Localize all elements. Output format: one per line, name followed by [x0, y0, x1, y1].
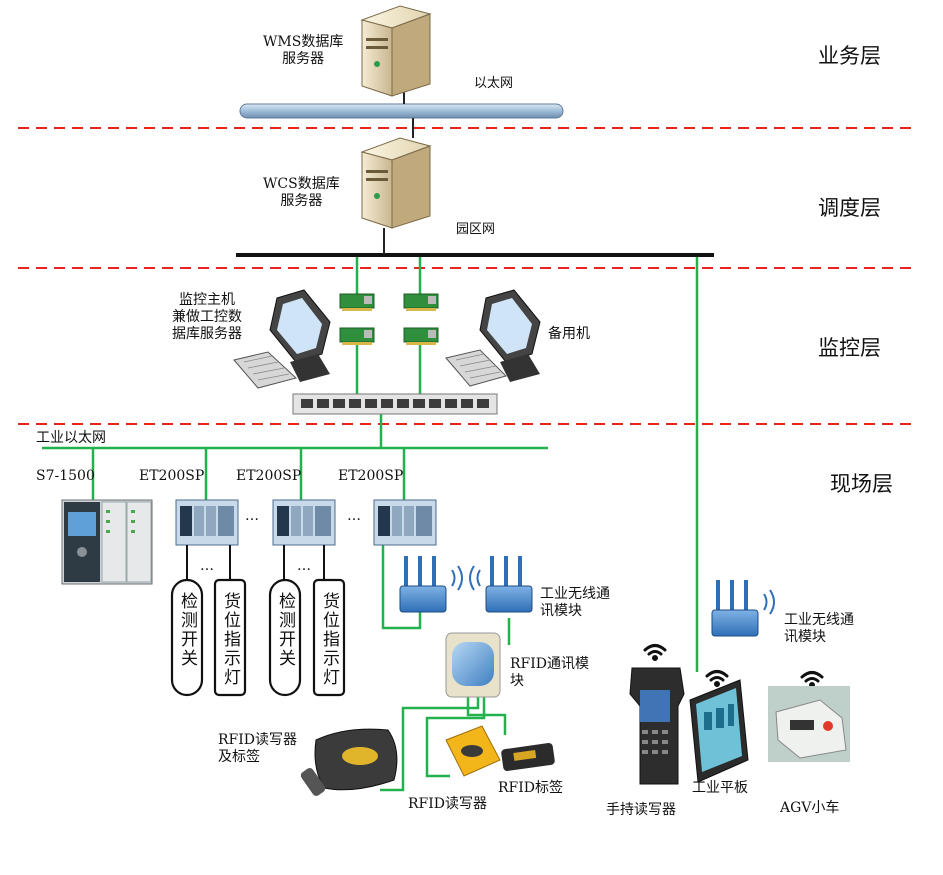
wcs-server-icon [360, 137, 432, 229]
io-wires [186, 545, 325, 580]
et200sp-icon-1 [175, 499, 239, 546]
slot-light-label-1: 货位指示灯 [220, 592, 240, 687]
wireless-module-label: 工业无线通 讯模块 [540, 586, 610, 619]
ellipsis-4: … [297, 558, 311, 574]
ellipsis-3: … [200, 558, 214, 574]
industrial-switch-icon [292, 393, 498, 415]
handheld-label: 手持读写器 [606, 802, 676, 818]
wireless-module-icon-1 [399, 556, 463, 613]
industrial-ethernet-label: 工业以太网 [36, 430, 106, 446]
wms-server-icon [360, 5, 432, 97]
detect-switch-label-1: 检测开关 [177, 592, 197, 668]
rfid-reader-icon [445, 725, 501, 777]
backup-computer-icon [445, 289, 541, 387]
slot-light-2-shape [312, 578, 346, 697]
backup-machine-label: 备用机 [548, 326, 590, 342]
et200sp-label-2: ET200SP [236, 468, 302, 484]
wms-server-label: WMS数据库 服务器 [263, 34, 344, 67]
tablet-label: 工业平板 [692, 780, 748, 796]
layer-dispatch-label: 调度层 [818, 196, 881, 220]
ellipsis-1: … [245, 508, 259, 524]
monitor-host-computer-icon [233, 289, 331, 389]
wireless-module-icon-2 [469, 556, 533, 613]
network-card-icons [339, 293, 439, 345]
rfid-tag-label: RFID标签 [498, 780, 564, 796]
detect-switch-1-shape [170, 578, 204, 697]
et200sp-label-1: ET200SP [139, 468, 205, 484]
rfid-comm-module-icon [445, 632, 501, 698]
plc-label: S7-1500 [36, 468, 95, 484]
layer-separators [18, 127, 915, 425]
rfid-reader-tag-label: RFID读写器 及标签 [218, 732, 298, 765]
ethernet-label: 以太网 [474, 76, 514, 91]
agv-label: AGV小车 [780, 800, 840, 816]
ethernet-bus [239, 103, 564, 119]
rfid-tag-icon [501, 743, 555, 771]
layer-field-label: 现场层 [830, 472, 893, 496]
rfid-comm-label: RFID通讯模 块 [510, 656, 590, 689]
detect-switch-2-shape [268, 578, 302, 697]
monitor-host-label: 监控主机 兼做工控数 据库服务器 [172, 292, 242, 342]
field-device-capsules [170, 578, 346, 697]
agv-icon [768, 686, 850, 762]
et200sp-icon-2 [272, 499, 336, 546]
campus-network-label: 园区网 [456, 222, 496, 237]
wireless-module-icon-3 [711, 580, 775, 637]
et200sp-label-3: ET200SP [338, 468, 404, 484]
rfid-reader-tag-icon [300, 728, 398, 796]
slot-light-label-2: 货位指示灯 [319, 592, 339, 687]
slot-light-1-shape [213, 578, 247, 697]
wireless-module-right-label: 工业无线通 讯模块 [784, 612, 854, 645]
layer-monitor-label: 监控层 [818, 336, 881, 360]
wifi-icons [643, 644, 824, 688]
rfid-reader-label: RFID读写器 [408, 796, 488, 812]
green-links [42, 257, 699, 792]
handheld-reader-icon [629, 667, 685, 785]
wcs-server-label: WCS数据库 服务器 [263, 176, 340, 209]
layer-business-label: 业务层 [818, 44, 881, 68]
et200sp-icon-3 [373, 499, 437, 546]
detect-switch-label-2: 检测开关 [275, 592, 295, 668]
plc-s7-1500-icon [61, 499, 153, 585]
industrial-tablet-icon [689, 679, 749, 783]
ellipsis-2: … [347, 508, 361, 524]
